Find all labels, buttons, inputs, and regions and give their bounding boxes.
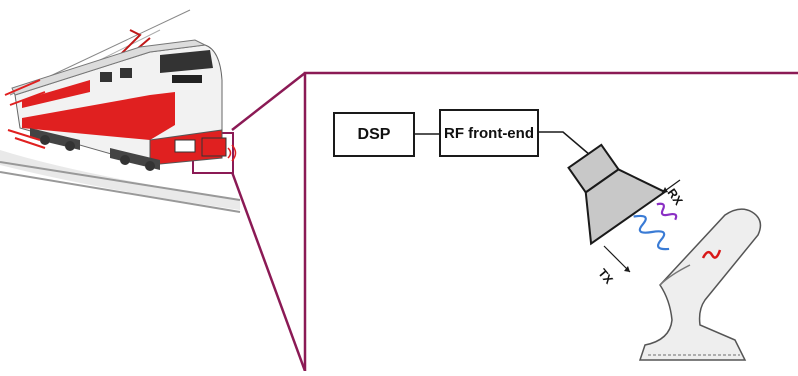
- dsp-block: DSP: [333, 112, 415, 157]
- tx-wave-icon: [603, 214, 670, 273]
- dsp-label: DSP: [357, 125, 391, 143]
- rf-front-end-label: RF front-end: [444, 124, 534, 142]
- train-icon: [0, 9, 241, 213]
- horn-antenna-icon: [567, 143, 667, 246]
- defect-icon: [701, 249, 722, 259]
- rf-front-end-block: RF front-end: [439, 109, 539, 157]
- rail-cross-section-icon: [638, 208, 762, 361]
- rf-antenna-link: [539, 131, 591, 156]
- rx-wave-icon: [656, 179, 681, 221]
